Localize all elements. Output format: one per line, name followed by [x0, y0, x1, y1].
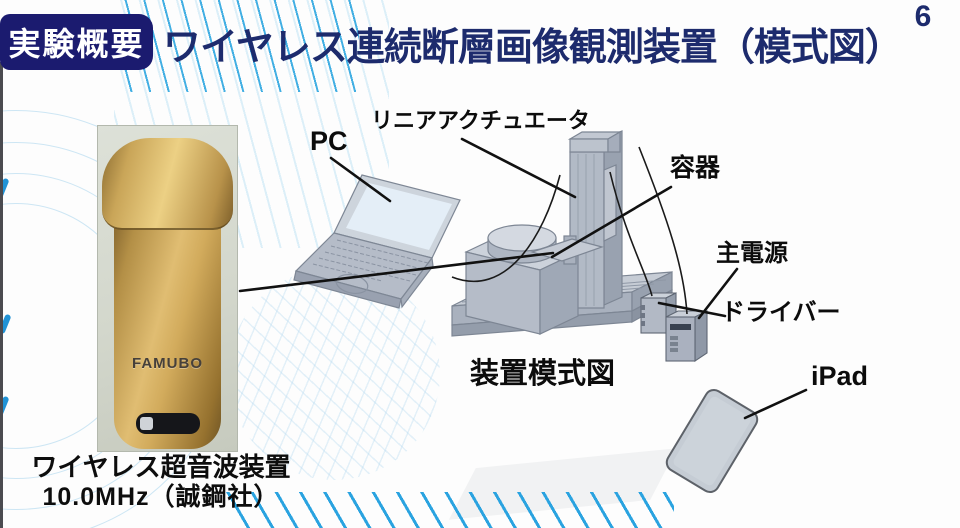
probe-device-body: [114, 201, 221, 449]
probe-device-head: [102, 138, 233, 230]
probe-display: [136, 413, 200, 434]
sample-container: [464, 224, 580, 335]
label-ipad: iPad: [811, 361, 869, 391]
page-number: 6: [914, 0, 932, 33]
pointer-container: [550, 185, 673, 259]
probe-photo: FAMUBO: [97, 125, 238, 452]
label-container: 容器: [670, 154, 721, 182]
pointer-linear-actuator: [460, 137, 577, 199]
pointer-main-power: [697, 267, 739, 320]
schematic-caption: 装置模式図: [470, 358, 616, 390]
photo-caption-line1: ワイヤレス超音波装置: [31, 452, 291, 482]
section-badge-label: 実験概要: [8, 26, 145, 62]
pointer-ipad: [743, 388, 808, 420]
pointer-lines: [238, 137, 808, 420]
cable-power: [638, 146, 688, 315]
section-badge: 実験概要: [0, 14, 153, 70]
driver-box-connectors: [641, 305, 645, 326]
slide-title: ワイヤレス連続断層画像観測装置（模式図）: [163, 27, 903, 69]
photo-caption: ワイヤレス超音波装置 10.0MHz（誠鋼社）: [20, 452, 302, 512]
label-pc: PC: [310, 126, 348, 156]
label-main-power: 主電源: [716, 240, 788, 267]
laptop: [293, 174, 461, 309]
cable-driver: [609, 171, 653, 297]
power-box-buttons: [670, 336, 678, 352]
ipad: [665, 388, 759, 494]
power-box-display: [670, 324, 691, 330]
pointer-driver: [657, 301, 727, 318]
main-power-box: [665, 310, 708, 363]
label-driver: ドライバー: [721, 299, 841, 326]
photo-caption-line2: 10.0MHz（誠鋼社）: [42, 482, 280, 511]
laptop-touchpad: [335, 273, 369, 295]
pointer-pc: [329, 156, 392, 203]
label-linear-actuator: リニアアクチュエータ: [371, 108, 590, 133]
pointer-probe-to-container: [238, 251, 555, 293]
probe-brand-label: FAMUBO: [132, 355, 203, 372]
